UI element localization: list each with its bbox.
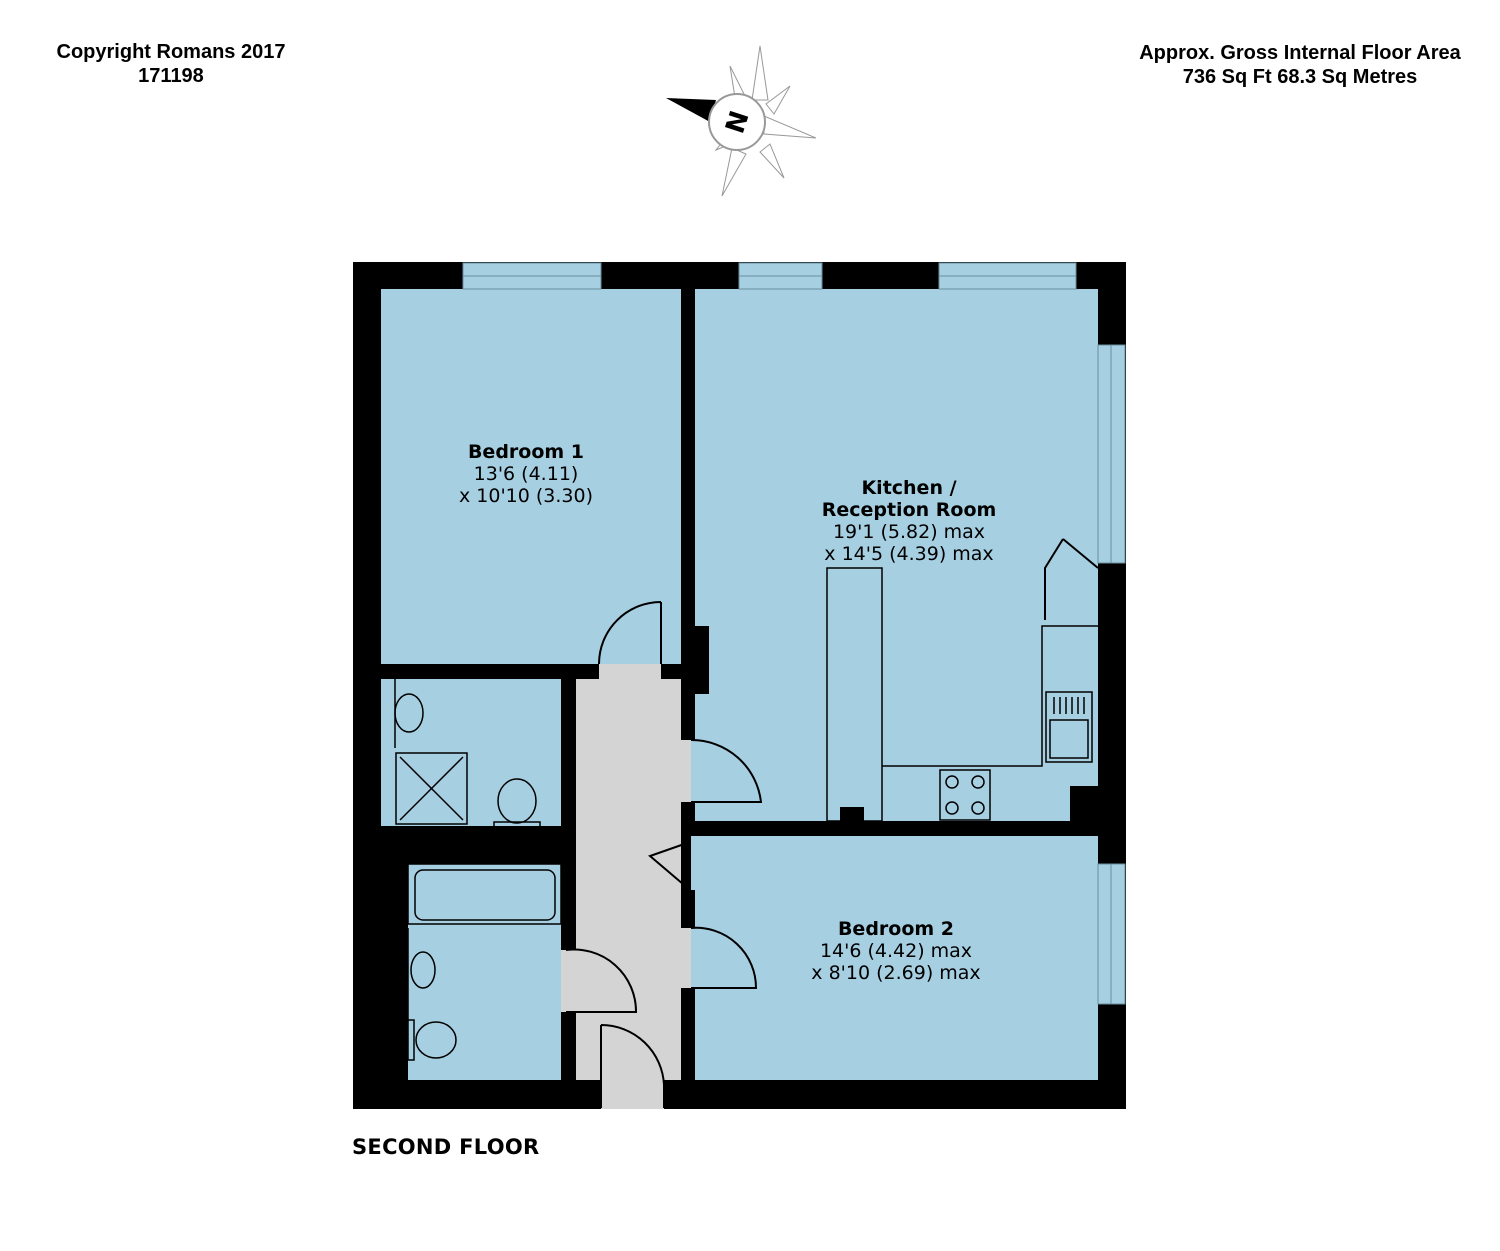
bedroom-2-label: Bedroom 2 14'6 (4.42) max x 8'10 (2.69) … — [811, 918, 980, 984]
kitchen-column — [840, 807, 864, 821]
kitchen-reception-area — [695, 289, 1098, 821]
bedroom-1-dim2: x 10'10 (3.30) — [459, 485, 593, 507]
bedroom-1-label: Bedroom 1 13'6 (4.11) x 10'10 (3.30) — [459, 441, 593, 507]
doors — [561, 538, 1099, 1109]
compass-icon: N — [666, 45, 817, 197]
copyright-block: Copyright Romans 2017 171198 — [30, 40, 312, 88]
floor-area-title: Approx. Gross Internal Floor Area — [1139, 42, 1461, 64]
floor-area-value: 736 Sq Ft 68.3 Sq Metres — [1182, 66, 1418, 88]
storage-cupboard — [691, 836, 750, 890]
reference-number: 171198 — [138, 65, 204, 87]
bedroom-1-area — [381, 289, 681, 664]
windows — [462, 262, 1126, 1005]
bedroom-2-area — [695, 836, 1098, 1080]
bedroom-1-dim1: 13'6 (4.11) — [474, 463, 579, 485]
ensuite-fittings — [394, 679, 541, 828]
bedroom-2-dim2: x 8'10 (2.69) max — [811, 962, 980, 984]
floor-area-block: Approx. Gross Internal Floor Area 736 Sq… — [1120, 41, 1480, 89]
kitchen-name-2: Reception Room — [822, 499, 997, 521]
bedroom-1-name: Bedroom 1 — [468, 441, 584, 463]
kitchen-dim2: x 14'5 (4.39) max — [824, 543, 993, 565]
copyright-text: Copyright Romans 2017 — [56, 41, 286, 63]
kitchen-cupboard — [1045, 568, 1098, 626]
hallway-area — [576, 679, 681, 1080]
kitchen-fittings — [826, 567, 1098, 822]
bedroom-2-dim1: 14'6 (4.42) max — [820, 940, 972, 962]
kitchen-pillar — [1070, 786, 1098, 821]
kitchen-label: Kitchen / Reception Room 19'1 (5.82) max… — [822, 477, 997, 565]
partition-pillar — [681, 626, 709, 694]
bathroom-fittings — [407, 863, 562, 1061]
floor-label: SECOND FLOOR — [352, 1135, 540, 1159]
bathroom-area — [408, 864, 561, 1080]
kitchen-name-1: Kitchen / — [861, 477, 956, 499]
kitchen-dim1: 19'1 (5.82) max — [833, 521, 985, 543]
bedroom-2-name: Bedroom 2 — [838, 918, 954, 940]
